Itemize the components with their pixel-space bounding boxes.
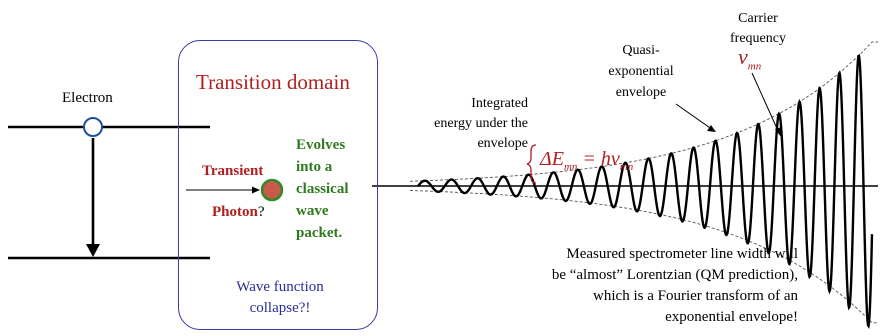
evolves-line: into a [296, 159, 333, 175]
carrier-line: Carrier [738, 11, 778, 26]
evolves-line: classical [296, 181, 349, 197]
wave-function-collapse: Wave function collapse?! [215, 277, 345, 319]
nu-mn: νmn [738, 44, 761, 72]
measured-line: Measured spectrometer line width will [566, 246, 798, 262]
photon-question-mark: ? [257, 204, 265, 220]
measured-line: be “almost” Lorentzian (QM prediction), [551, 267, 798, 283]
integrated-line: Integrated [471, 96, 528, 111]
integrated-line: energy under the [434, 116, 528, 131]
envelope-lower [410, 190, 878, 324]
transition-arrow-head [86, 244, 100, 257]
evolves-text: Evolves into a classical wave packet. [296, 134, 349, 244]
carrier-line: frequency [730, 31, 786, 46]
integrated-line: envelope [477, 136, 528, 151]
measured-linewidth-text: Measured spectrometer line width will be… [398, 244, 798, 328]
transition-domain-title: Transition domain [196, 70, 350, 94]
wave-function-line: collapse?! [249, 300, 311, 316]
evolves-line: packet. [296, 225, 343, 241]
energy-equation: ΔEmn = hνmn [540, 148, 633, 173]
photon-arrow-head [252, 186, 260, 194]
integrated-energy-text: Integrated energy under the envelope [398, 94, 528, 154]
electron-label: Electron [62, 90, 113, 106]
quasi-line: envelope [615, 85, 667, 100]
envelope-pointer-head [707, 125, 716, 132]
nu-symbol: ν [738, 44, 748, 69]
delta-e-subscript: mn [563, 161, 578, 173]
wave-function-line: Wave function [236, 279, 324, 295]
quasi-line: Quasi- [622, 43, 660, 58]
photon-label: Photon? [212, 204, 265, 221]
energy-brace [526, 144, 537, 184]
evolves-line: wave [296, 203, 329, 219]
nu-subscript: mn [747, 60, 762, 73]
carrier-pointer-head [775, 127, 782, 137]
transient-label: Transient [202, 163, 264, 179]
wave-packet [417, 54, 874, 329]
electron-circle [83, 117, 103, 137]
h-nu: = hν [577, 148, 620, 170]
measured-line: exponential envelope! [665, 309, 798, 325]
carrier-pointer-line [751, 72, 780, 134]
photon-word: Photon [212, 204, 258, 220]
measured-line: which is a Fourier transform of an [593, 288, 798, 304]
h-nu-subscript: mn [619, 161, 634, 173]
photon-circle [260, 178, 284, 202]
quasi-line: exponential [608, 64, 674, 79]
transition-domain-box [178, 40, 378, 330]
evolves-line: Evolves [296, 137, 346, 153]
quasi-exponential-text: Quasi- exponential envelope [596, 40, 686, 103]
carrier-frequency-text: Carrier frequency [712, 9, 804, 49]
delta-e: ΔE [540, 148, 564, 170]
envelope-pointer-line [675, 103, 714, 131]
